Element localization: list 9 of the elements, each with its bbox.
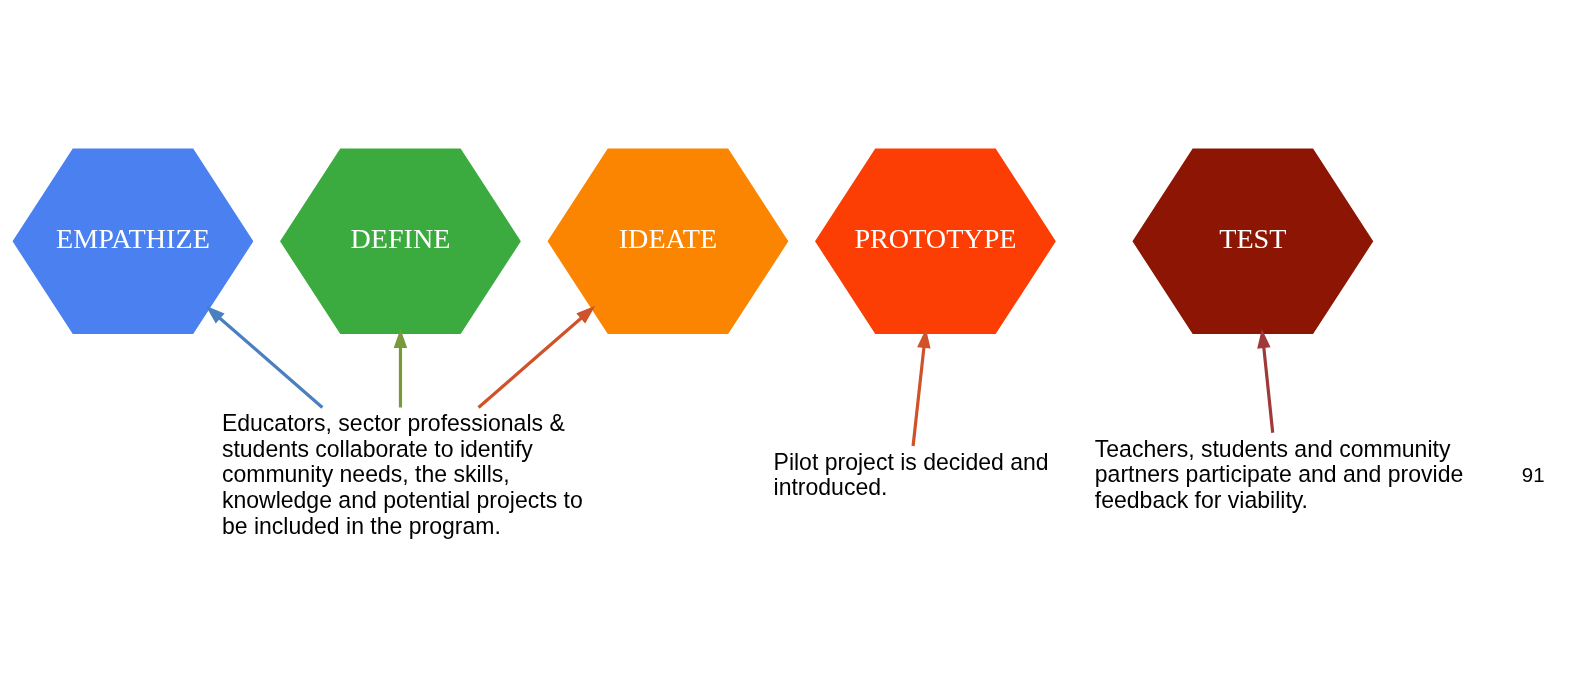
arrow [205,305,324,409]
arrow [911,328,931,447]
arrow [477,305,596,409]
arrow [1257,328,1275,433]
node-text: Educators, sector professionals & students collaborate to identify community needs, the skills, knowledge and potential projects to be included in the program. [221,410,583,539]
label: 91 [1521,462,1545,486]
arrow [393,328,408,408]
node-text: Teachers, students and community partners participate and and provide feedback for viability. [1094,435,1464,513]
node-text: Pilot project is decided and introduced. [773,448,1049,501]
